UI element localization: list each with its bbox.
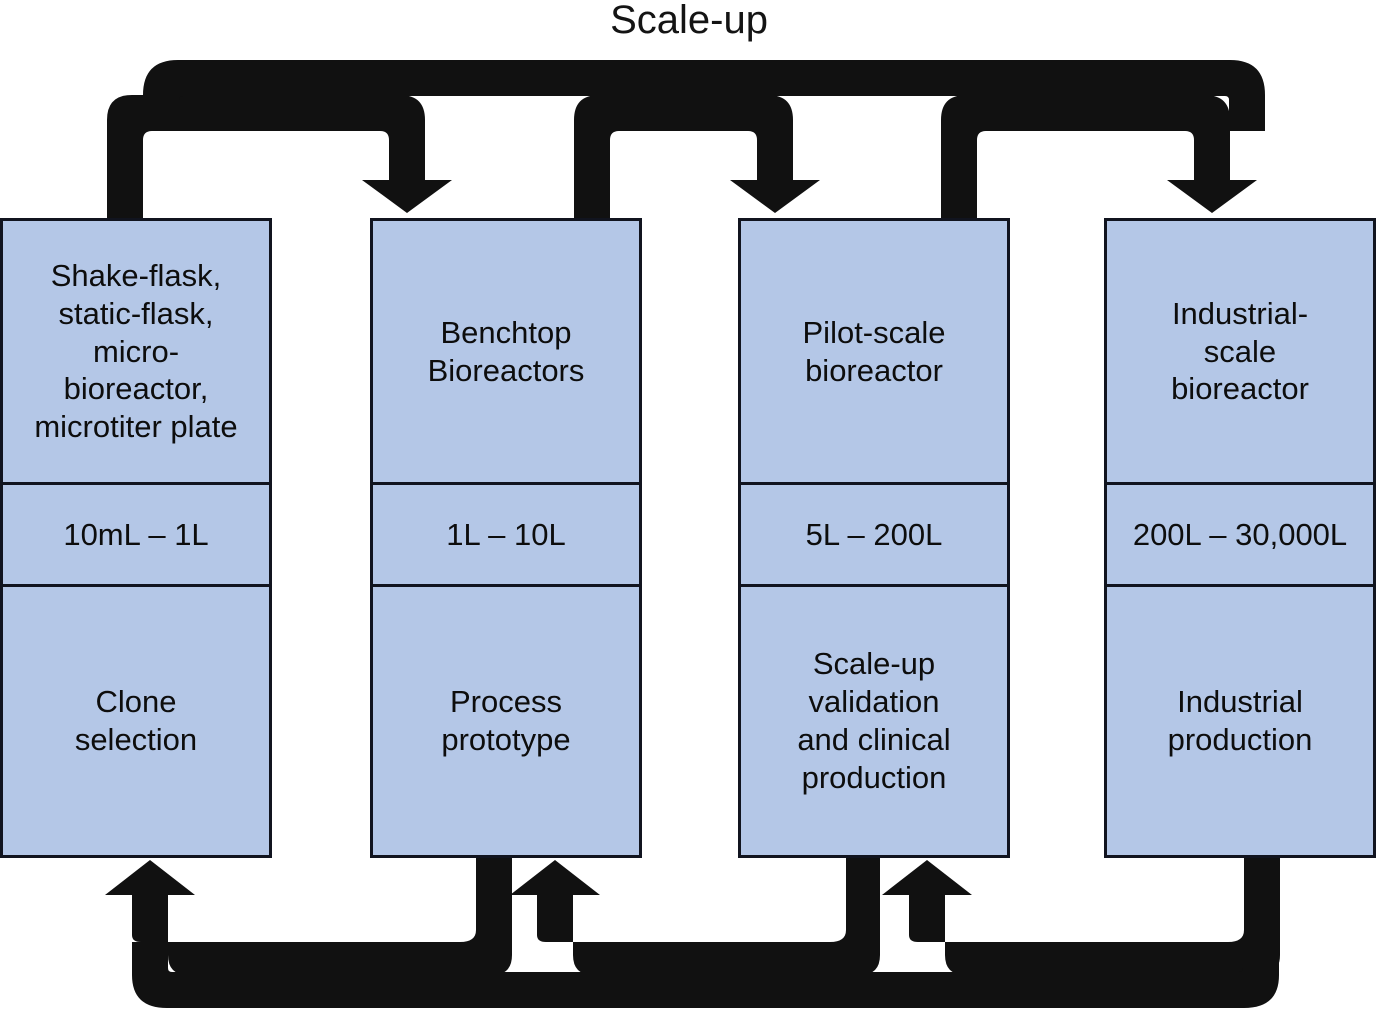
stage-4-volume-label: 200L – 30,000L [1107,485,1373,587]
stage-3-vessel-label: Pilot-scale bioreactor [741,221,1007,485]
stage-3-volume-label: 5L – 200L [741,485,1007,587]
stage-column-2[interactable]: Benchtop Bioreactors 1L – 10L Process pr… [370,218,642,858]
scaleup-top-spine [143,60,1265,131]
stage-1-volume-label: 10mL – 1L [3,485,269,587]
scaleup-arrow-2-to-3 [574,95,820,218]
stage-column-3[interactable]: Pilot-scale bioreactor 5L – 200L Scale-u… [738,218,1010,858]
stage-1-vessel-label: Shake-flask, static-flask, micro- biorea… [3,221,269,485]
scaledown-arrow-4-to-3 [882,855,1280,975]
stage-2-purpose-label: Process prototype [441,684,571,757]
scaledown-arrow-2-to-1 [105,855,512,975]
stage-2-volume-label: 1L – 10L [373,485,639,587]
stage-column-4[interactable]: Industrial- scale bioreactor 200L – 30,0… [1104,218,1376,858]
stage-column-1[interactable]: Shake-flask, static-flask, micro- biorea… [0,218,272,858]
stage-1-purpose-label: Clone selection [74,684,198,757]
stage-3-purpose-label: Scale-up validation and clinical product… [797,646,951,795]
diagram-title: Scale-up [610,0,768,42]
scaledown-arrow-3-to-2 [510,855,880,975]
scaleup-arrow-1-to-2 [107,95,452,218]
stage-2-vessel-label: Benchtop Bioreactors [373,221,639,485]
stage-4-vessel-label: Industrial- scale bioreactor [1107,221,1373,485]
stage-4-purpose-label: Industrial production [1167,684,1313,757]
scaleup-arrow-3-to-4 [941,95,1257,218]
scaledown-bottom-spine [132,942,1279,1008]
